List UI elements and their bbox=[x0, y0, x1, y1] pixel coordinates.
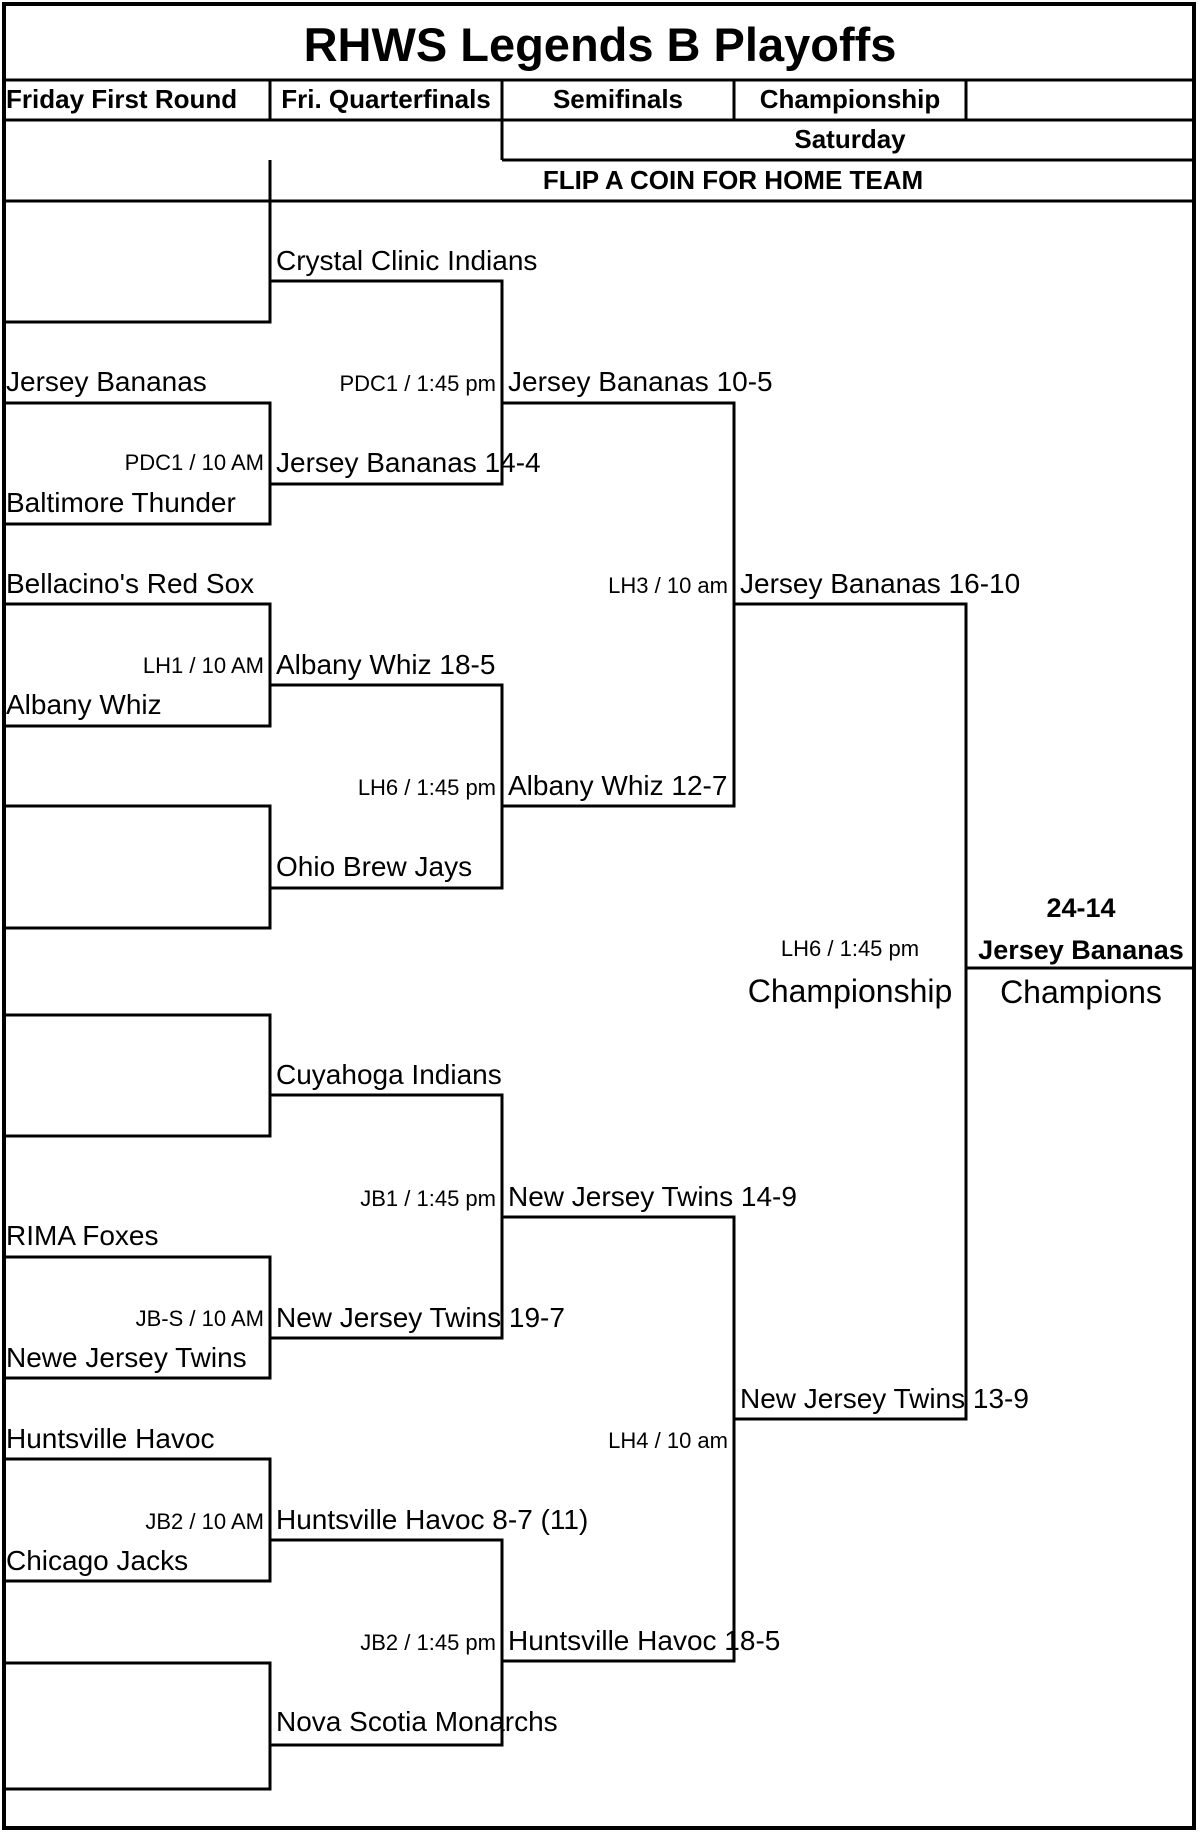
qf-cuyahoga-indians: Cuyahoga Indians bbox=[276, 1059, 502, 1090]
team-baltimore-thunder: Baltimore Thunder bbox=[6, 487, 236, 518]
championship-label: Championship bbox=[748, 973, 953, 1009]
team-huntsville-havoc: Huntsville Havoc bbox=[6, 1423, 215, 1454]
page-title: RHWS Legends B Playoffs bbox=[304, 18, 897, 71]
qf-huntsville-havoc-result: Huntsville Havoc 8-7 (11) bbox=[276, 1504, 588, 1535]
qf-new-jersey-twins-result: New Jersey Twins 19-7 bbox=[276, 1302, 565, 1333]
qf-crystal-clinic-indians: Crystal Clinic Indians bbox=[276, 245, 537, 276]
header-day: Saturday bbox=[794, 124, 906, 154]
qf-jersey-bananas-result: Jersey Bananas 14-4 bbox=[276, 447, 541, 478]
game-lh4-10am: LH4 / 10 am bbox=[608, 1428, 728, 1453]
sf-huntsville-havoc-result: Huntsville Havoc 18-5 bbox=[508, 1625, 780, 1656]
game-jb2-10am: JB2 / 10 AM bbox=[145, 1509, 264, 1534]
header-semifinals: Semifinals bbox=[553, 84, 683, 114]
sf-albany-whiz-result: Albany Whiz 12-7 bbox=[508, 770, 727, 801]
game-jb1-145: JB1 / 1:45 pm bbox=[360, 1186, 496, 1211]
game-jbs-10am: JB-S / 10 AM bbox=[136, 1306, 264, 1331]
team-rima-foxes: RIMA Foxes bbox=[6, 1220, 158, 1251]
team-bellacinos-red-sox: Bellacino's Red Sox bbox=[6, 568, 254, 599]
final-new-jersey-twins-result: New Jersey Twins 13-9 bbox=[740, 1383, 1029, 1414]
game-lh6-145-final: LH6 / 1:45 pm bbox=[781, 936, 919, 961]
qf-nova-scotia-monarchs: Nova Scotia Monarchs bbox=[276, 1706, 558, 1737]
champion-label: Champions bbox=[1000, 974, 1162, 1010]
team-albany-whiz: Albany Whiz bbox=[6, 689, 162, 720]
game-pdc1-145: PDC1 / 1:45 pm bbox=[339, 371, 496, 396]
qf-albany-whiz-result: Albany Whiz 18-5 bbox=[276, 649, 495, 680]
game-lh1-10am: LH1 / 10 AM bbox=[143, 653, 264, 678]
header-coin-note: FLIP A COIN FOR HOME TEAM bbox=[543, 165, 923, 195]
champion-team: Jersey Bananas bbox=[978, 935, 1184, 965]
header-round1: Friday First Round bbox=[6, 84, 237, 114]
sf-new-jersey-twins-result: New Jersey Twins 14-9 bbox=[508, 1181, 797, 1212]
game-jb2-145: JB2 / 1:45 pm bbox=[360, 1630, 496, 1655]
qf-ohio-brew-jays: Ohio Brew Jays bbox=[276, 851, 472, 882]
final-jersey-bananas-result: Jersey Bananas 16-10 bbox=[740, 568, 1020, 599]
team-chicago-jacks: Chicago Jacks bbox=[6, 1545, 188, 1576]
header-quarterfinals: Fri. Quarterfinals bbox=[281, 84, 491, 114]
bracket-lines bbox=[4, 199, 1194, 1791]
game-pdc1-10am: PDC1 / 10 AM bbox=[125, 450, 264, 475]
header-championship: Championship bbox=[760, 84, 941, 114]
sf-jersey-bananas-result: Jersey Bananas 10-5 bbox=[508, 366, 773, 397]
team-jersey-bananas: Jersey Bananas bbox=[6, 366, 207, 397]
game-lh6-145-qf: LH6 / 1:45 pm bbox=[358, 775, 496, 800]
champion-score: 24-14 bbox=[1046, 893, 1115, 923]
team-newe-jersey-twins: Newe Jersey Twins bbox=[6, 1342, 247, 1373]
game-lh3-10am: LH3 / 10 am bbox=[608, 573, 728, 598]
